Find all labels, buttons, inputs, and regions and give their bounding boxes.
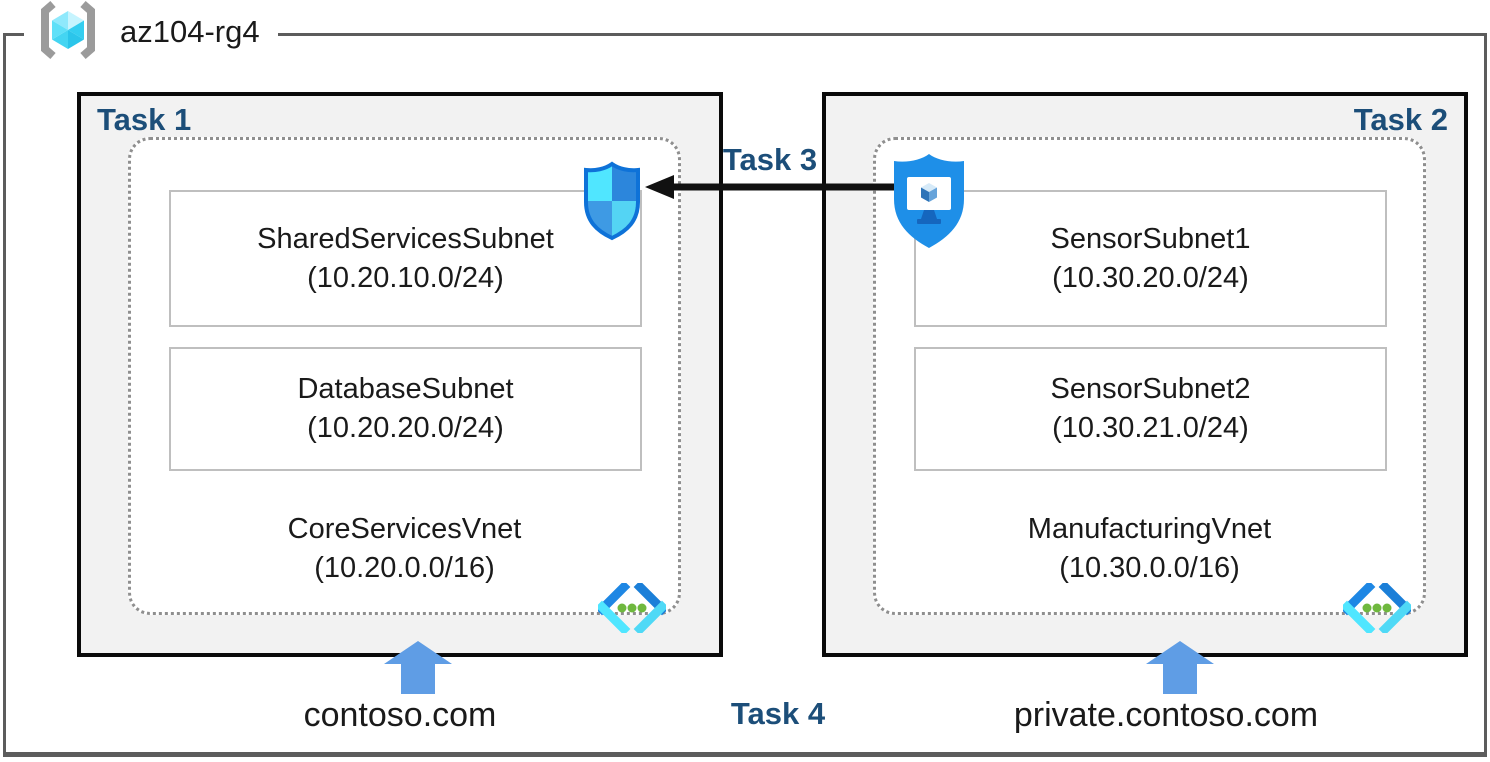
vnet-cidr: (10.20.0.0/16) — [314, 551, 495, 584]
task-4-label: Task 4 — [730, 696, 826, 731]
resource-group-icon — [36, 0, 100, 64]
task-2-label: Task 2 — [1353, 102, 1448, 137]
subnet-cidr: (10.30.20.0/24) — [1052, 261, 1249, 294]
subnet-cidr: (10.20.20.0/24) — [307, 412, 504, 444]
vnet-cidr: (10.30.0.0/16) — [1059, 551, 1240, 584]
subnet-name: SensorSubnet2 — [1050, 373, 1251, 406]
subnet-name: DatabaseSubnet — [297, 373, 514, 406]
subnet-box-sensor2: SensorSubnet2 (10.30.21.0/24) — [914, 347, 1387, 471]
subnet-name: SensorSubnet1 — [1050, 222, 1251, 255]
vnet-label: CoreServicesVnet (10.20.0.0/16) — [131, 510, 678, 588]
virtual-network-icon — [1340, 580, 1414, 636]
subnet-box-database: DatabaseSubnet (10.20.20.0/24) — [169, 347, 642, 471]
up-arrow-icon — [384, 641, 452, 694]
vnet-name: CoreServicesVnet — [287, 513, 522, 545]
subnet-box-shared-services: SharedServicesSubnet (10.20.10.0/24) — [169, 190, 642, 327]
dns-zone-label: private.contoso.com — [1013, 696, 1319, 734]
up-arrow-icon — [1146, 641, 1214, 694]
vnet-label: ManufacturingVnet (10.30.0.0/16) — [876, 510, 1423, 588]
task-3-label: Task 3 — [722, 142, 818, 177]
network-security-group-icon — [582, 161, 642, 241]
resource-group-name: az104-rg4 — [120, 14, 260, 49]
manufacturing-vnet-box: SensorSubnet1 (10.30.20.0/24) SensorSubn… — [873, 137, 1426, 636]
subnet-box-sensor1: SensorSubnet1 (10.30.20.0/24) — [914, 190, 1387, 327]
resource-group-header: az104-rg4 — [24, 0, 278, 64]
vnet-name: ManufacturingVnet — [1027, 513, 1272, 545]
bastion-icon — [891, 152, 967, 250]
resource-group-frame — [3, 33, 1487, 757]
subnet-cidr: (10.30.21.0/24) — [1052, 412, 1249, 444]
subnet-cidr: (10.20.10.0/24) — [307, 261, 504, 294]
virtual-network-icon — [595, 580, 669, 636]
core-services-vnet-box: SharedServicesSubnet (10.20.10.0/24) Dat… — [128, 137, 681, 636]
subnet-name: SharedServicesSubnet — [257, 222, 554, 255]
dns-zone-label: contoso.com — [303, 696, 497, 734]
task-1-label: Task 1 — [97, 102, 192, 137]
task-3-arrow — [640, 173, 940, 201]
